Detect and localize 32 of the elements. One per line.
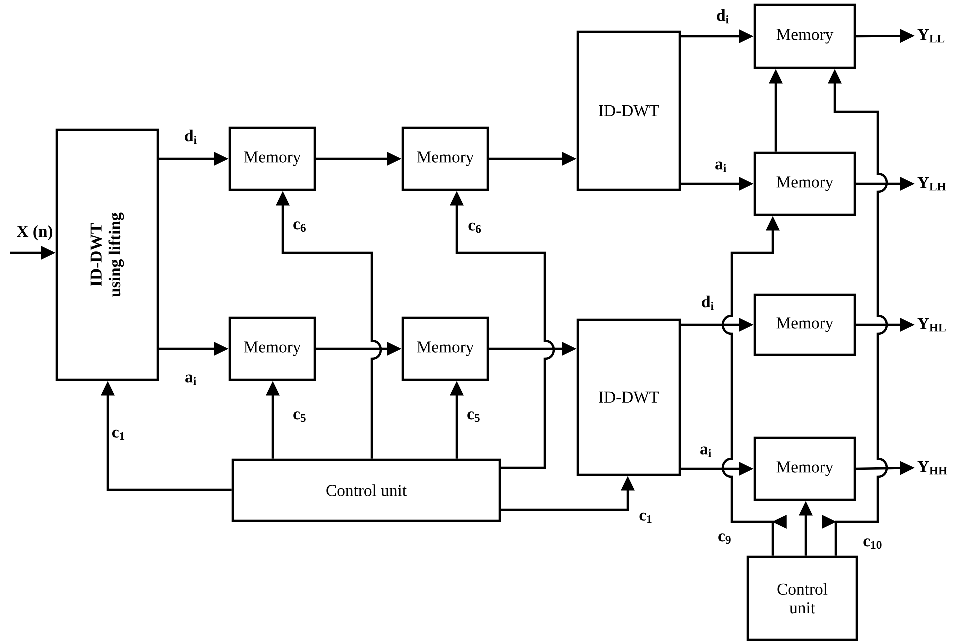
process-box: Memory [228,316,316,382]
process-box: Memory [754,436,856,502]
edge-label: c$_{9}$ [716,532,734,546]
process-box: ID-DWT [576,30,682,192]
edge-label: d$_{i}$ [715,8,732,25]
edge-label: c$_{1}$ [110,428,128,442]
process-box: Memory [228,126,316,192]
process-box: Memory [754,294,856,356]
edge-label: c$_{10}$ [862,537,884,550]
edge-label: c$_{6}$ [466,221,484,235]
edge-label: a$_{i}$ [714,160,729,174]
edge-label: d$_{i}$ [183,128,200,146]
process-box: Memory [754,4,856,70]
output-label: Y$_{HL}$ [918,318,946,332]
process-box: ID-DWT using lifting [56,128,160,382]
process-box: ID-DWT [576,318,682,476]
process-box: Memory [754,152,856,216]
edge-label: c$_{5}$ [466,410,482,424]
control-box: Control unit [746,556,858,642]
process-box: Memory [402,316,490,382]
output-label: Y$_{LL}$ [918,29,945,43]
edge-label: a$_{i}$ [184,373,199,387]
edge-label: c$_{5}$ [292,410,308,424]
process-box: Memory [402,126,490,192]
output-label: Y$_{HH}$ [918,461,948,475]
edge-label: c$_{1}$ [638,512,654,524]
control-box: Control unit [232,458,502,522]
edge-label: c$_{6}$ [292,220,308,234]
edge-label: a$_{i}$ [698,445,714,459]
edge-label: X (n) [15,224,55,242]
output-label: Y$_{LH}$ [918,177,946,191]
edge-label: d$_{i}$ [700,294,716,312]
